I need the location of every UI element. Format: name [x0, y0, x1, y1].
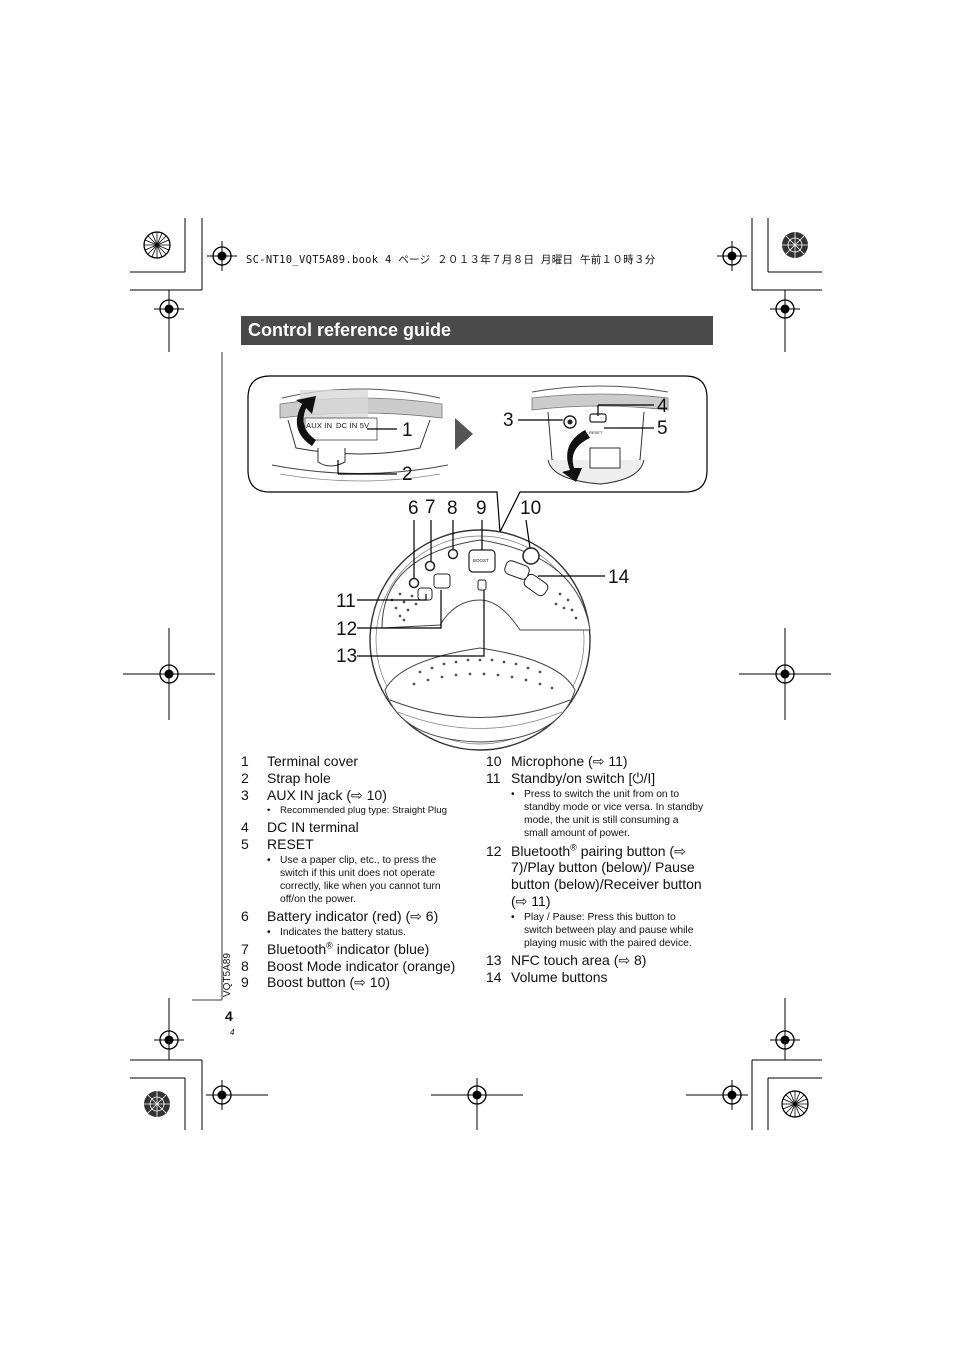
callout-9: 9: [476, 498, 487, 519]
list-note: •Play / Pause: Press this button to swit…: [511, 911, 694, 949]
list-note: •Use a paper clip, etc., to press the sw…: [267, 854, 441, 905]
standby-switch-drawing: [417, 587, 433, 601]
callout-4: 4: [657, 396, 668, 417]
callout-11: 11: [336, 591, 356, 612]
microphone-drawing: [522, 547, 540, 565]
callout-2: 2: [402, 464, 413, 485]
section-title-bar: Control reference guide: [241, 316, 713, 345]
list-note: •Indicates the battery status.: [267, 926, 406, 938]
callout-6: 6: [408, 498, 419, 519]
list-note: •Press to switch the unit from on to sta…: [511, 788, 704, 839]
boost-button-label: BOOST: [473, 558, 489, 563]
reset-port-label: RESET: [589, 430, 603, 435]
dc-in-port-label: DC IN 5V: [336, 421, 370, 430]
callout-5: 5: [657, 418, 668, 439]
callout-8: 8: [447, 498, 458, 519]
right-inset-drawing: [518, 385, 669, 485]
control-figure: AUX IN DC IN 5V RESET BOOST 1 2 3 4 5 6 …: [247, 375, 708, 751]
callout-3: 3: [503, 410, 514, 431]
battery-indicator-drawing: [408, 577, 420, 589]
speaker-illustration: [247, 375, 708, 751]
speaker-main-drawing: [357, 519, 605, 751]
callout-1: 1: [402, 420, 413, 441]
open-cover-arrow: [296, 396, 316, 446]
aux-in-port-label: AUX IN: [306, 421, 333, 430]
volume-up-drawing: [523, 573, 549, 597]
book-header-line: SC-NT10_VQT5A89.book 4 ページ ２０１３年７月８日 月曜日…: [246, 254, 656, 266]
left-inset-drawing: [271, 388, 449, 482]
page-number: 4: [225, 1008, 233, 1024]
document-code: VQT5A89: [222, 953, 233, 997]
callout-14: 14: [608, 567, 630, 588]
next-step-arrow: [455, 418, 473, 450]
list-note: •Recommended plug type: Straight Plug: [267, 805, 447, 817]
pairing-button-drawing: [433, 573, 451, 589]
boost-indicator-drawing: [447, 548, 459, 560]
callout-10: 10: [520, 498, 542, 519]
close-cover-arrow: [562, 430, 590, 482]
callout-7: 7: [425, 497, 436, 518]
volume-down-drawing: [504, 560, 530, 580]
section-title: Control reference guide: [248, 320, 452, 340]
callout-13: 13: [336, 646, 358, 667]
page-number-small: 4: [230, 1028, 235, 1037]
bluetooth-indicator-drawing: [424, 560, 436, 572]
nfc-area-drawing: [477, 579, 487, 591]
callout-12: 12: [336, 619, 358, 640]
